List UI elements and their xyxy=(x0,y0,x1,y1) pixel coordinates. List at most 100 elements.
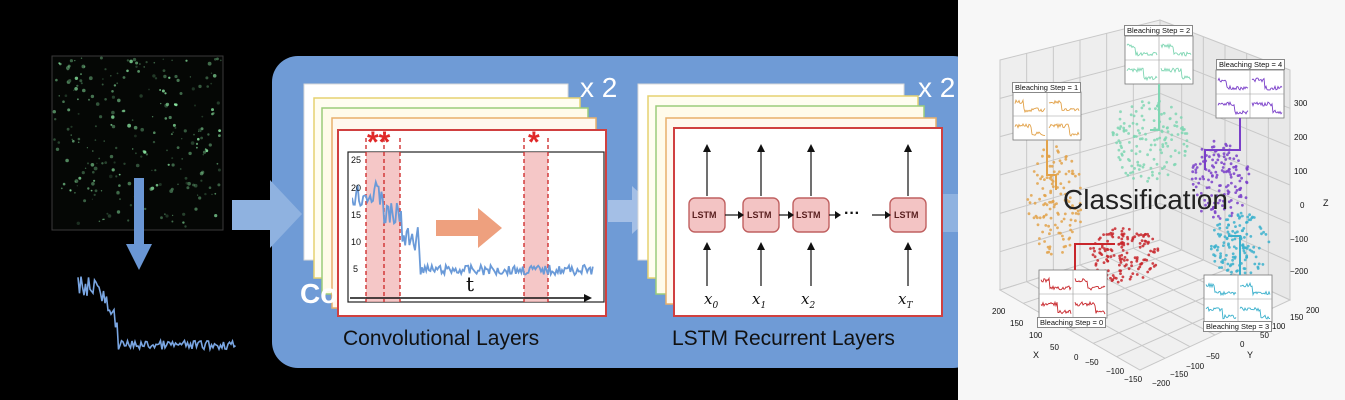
cluster-point-red xyxy=(1131,236,1135,240)
cluster-point-orange xyxy=(1058,170,1061,174)
fluorescent-spot xyxy=(214,58,217,61)
cluster-point-red xyxy=(1120,241,1123,245)
cluster-point-mint xyxy=(1146,153,1149,157)
cluster-point-mint xyxy=(1136,129,1140,132)
cluster-point-cyan xyxy=(1225,226,1229,230)
fluorescent-spot xyxy=(171,220,174,223)
cluster-point-red xyxy=(1120,253,1124,257)
cluster-point-red xyxy=(1125,258,1129,262)
fluorescent-spot xyxy=(214,192,217,195)
cluster-point-cyan xyxy=(1220,266,1224,269)
cluster-point-purple xyxy=(1227,151,1231,155)
cluster-point-red xyxy=(1135,273,1139,276)
cluster-point-mint xyxy=(1147,101,1151,105)
cluster-point-red xyxy=(1119,261,1123,264)
cluster-point-purple xyxy=(1210,145,1214,149)
cluster-point-mint xyxy=(1122,126,1126,130)
cluster-point-purple xyxy=(1197,181,1201,185)
cluster-point-mint xyxy=(1122,150,1126,154)
cluster-point-cyan xyxy=(1210,244,1213,248)
fluorescent-spot xyxy=(186,186,190,190)
cluster-point-red xyxy=(1100,245,1104,249)
cluster-point-red xyxy=(1111,228,1115,232)
cluster-point-mint xyxy=(1118,141,1122,145)
cluster-point-cyan xyxy=(1219,252,1222,256)
cluster-point-mint xyxy=(1179,116,1183,119)
cluster-point-mint xyxy=(1162,125,1165,129)
cluster-point-mint xyxy=(1115,141,1118,145)
cluster-point-red xyxy=(1117,242,1121,246)
fluorescent-spot xyxy=(152,140,156,144)
cluster-point-orange xyxy=(1057,231,1061,235)
cluster-point-orange xyxy=(1064,155,1068,159)
lstm-cell-label: LSTM xyxy=(747,210,772,220)
cluster-point-orange xyxy=(1041,230,1044,234)
fluorescent-spot xyxy=(185,181,189,185)
cluster-point-purple xyxy=(1230,211,1234,215)
cluster-point-mint xyxy=(1166,126,1169,129)
x-tick: 0 xyxy=(1074,353,1079,362)
cluster-point-orange xyxy=(1049,228,1052,232)
cluster-point-red xyxy=(1105,254,1109,258)
fluorescent-spot xyxy=(219,59,222,62)
fluorescent-spot xyxy=(208,186,212,189)
cluster-point-mint xyxy=(1135,144,1139,148)
cluster-point-purple xyxy=(1234,191,1238,195)
cluster-point-mint xyxy=(1119,110,1122,114)
cluster-point-orange xyxy=(1052,170,1056,174)
cluster-point-orange xyxy=(1072,206,1076,210)
cluster-point-red xyxy=(1109,255,1113,258)
cluster-point-purple xyxy=(1240,176,1243,180)
lstm-layers-label: LSTM Recurrent Layers xyxy=(672,327,895,350)
inset-leader-line xyxy=(1204,118,1241,170)
cluster-point-mint xyxy=(1152,119,1156,122)
arrow-into-lstm xyxy=(608,186,658,234)
cluster-point-purple xyxy=(1199,191,1203,195)
fluorescent-spot xyxy=(152,74,156,78)
inset-trace xyxy=(1205,282,1237,297)
fluorescent-spot xyxy=(167,163,170,166)
fluorescent-spot xyxy=(96,162,98,164)
cluster-point-purple xyxy=(1228,156,1232,160)
cluster-point-red xyxy=(1135,259,1139,263)
fluorescent-spot xyxy=(55,78,58,82)
cluster-point-orange xyxy=(1069,206,1072,210)
cluster-point-orange xyxy=(1044,224,1048,227)
cluster-point-cyan xyxy=(1243,236,1246,239)
cluster-point-orange xyxy=(1040,175,1044,179)
cluster-point-red xyxy=(1142,233,1145,237)
cluster-point-orange xyxy=(1071,169,1074,173)
inset-leader-line xyxy=(1228,235,1241,275)
cluster-point-red xyxy=(1154,263,1158,267)
fluorescent-spot xyxy=(111,90,114,93)
cluster-point-purple xyxy=(1211,158,1214,162)
fluorescent-spot xyxy=(132,57,137,62)
cluster-point-red xyxy=(1130,239,1134,243)
cluster-point-cyan xyxy=(1242,267,1246,270)
cluster-point-mint xyxy=(1135,122,1139,126)
cluster-point-purple xyxy=(1200,209,1203,213)
fluorescent-spot xyxy=(153,61,156,64)
fluorescent-spot xyxy=(111,110,115,115)
fluorescent-spot xyxy=(129,59,133,64)
cluster-point-cyan xyxy=(1216,223,1219,227)
inset-trace xyxy=(1251,77,1283,91)
cluster-point-orange xyxy=(1037,242,1041,246)
cluster-point-purple xyxy=(1206,201,1210,205)
cluster-point-orange xyxy=(1064,192,1067,196)
y-tick: −50 xyxy=(1206,352,1220,361)
fluorescent-spot xyxy=(166,149,168,152)
cluster-point-mint xyxy=(1115,133,1119,137)
fluorescent-spot xyxy=(160,216,163,220)
cluster-point-mint xyxy=(1177,151,1181,155)
x-tick: −150 xyxy=(1124,375,1143,384)
fluorescent-spot xyxy=(127,181,132,186)
cluster-point-cyan xyxy=(1220,260,1223,264)
cluster-point-orange xyxy=(1034,214,1038,218)
fluorescent-spot xyxy=(148,88,150,91)
cluster-point-orange xyxy=(1056,226,1059,230)
cluster-point-cyan xyxy=(1246,215,1250,219)
cluster-point-cyan xyxy=(1213,245,1216,249)
fluorescent-spot xyxy=(91,198,93,200)
cluster-point-red xyxy=(1111,274,1115,277)
